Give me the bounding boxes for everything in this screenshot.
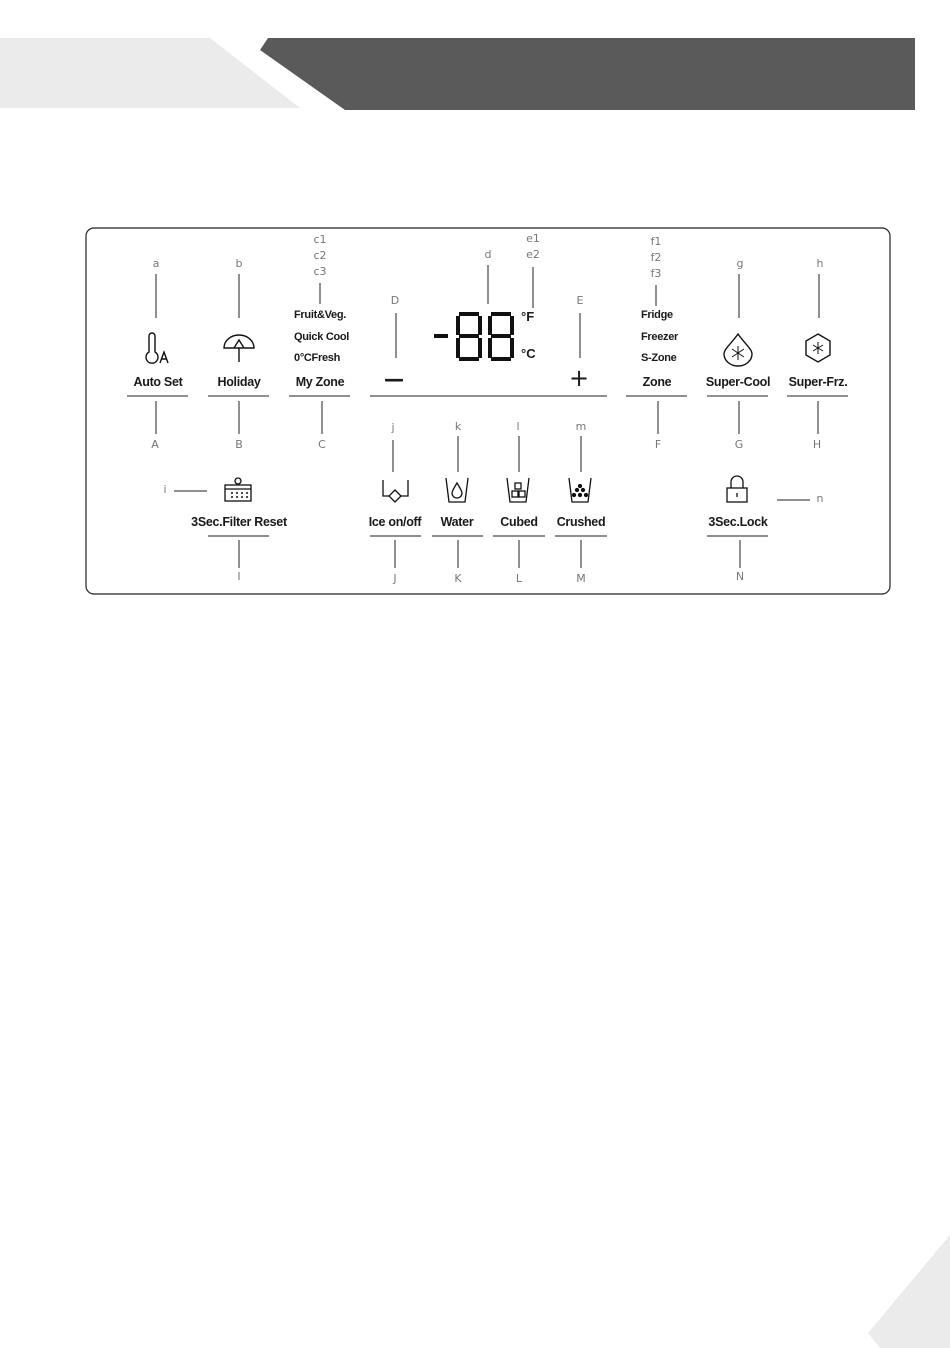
- callout-K: K: [454, 572, 461, 585]
- super-cool-button[interactable]: Super-Cool: [706, 375, 770, 389]
- callout-l: l: [516, 420, 519, 433]
- minus-button[interactable]: —: [384, 367, 404, 391]
- celsius-indicator: °C: [521, 346, 536, 361]
- filter-reset-button[interactable]: 3Sec.Filter Reset: [191, 515, 287, 529]
- filter-icon: [225, 478, 251, 501]
- callout-j: j: [391, 421, 394, 434]
- zone-option-fridge: Fridge: [641, 309, 673, 321]
- water-button[interactable]: Water: [441, 515, 474, 529]
- callout-minus: D: [391, 294, 399, 307]
- callout-L: L: [516, 572, 522, 585]
- cubed-ice-cup-icon: [507, 478, 529, 502]
- callout-b: b: [236, 257, 243, 270]
- water-cup-icon: [446, 478, 468, 502]
- callout-m: m: [576, 420, 587, 433]
- super-frz-button[interactable]: Super-Frz.: [789, 375, 848, 389]
- callout-i: i: [163, 483, 166, 496]
- callout-I: I: [237, 570, 240, 583]
- ice-dispenser-icon: [383, 480, 408, 502]
- callout-J: J: [393, 572, 396, 585]
- callout-plus: E: [577, 294, 584, 307]
- my-zone-button[interactable]: My Zone: [296, 375, 345, 389]
- thermometer-auto-icon: [146, 333, 168, 363]
- callout-C: C: [318, 438, 326, 451]
- my-zone-option-quick-cool: Quick Cool: [294, 331, 349, 343]
- lock-button[interactable]: 3Sec.Lock: [708, 515, 767, 529]
- lower-leader-lines: [156, 401, 818, 568]
- callout-k: k: [455, 420, 461, 433]
- callout-H: H: [813, 438, 821, 451]
- callout-B: B: [235, 438, 243, 451]
- callout-G: G: [735, 438, 744, 451]
- hexagon-snowflake-icon: [806, 334, 830, 362]
- callout-c3: c3: [313, 265, 326, 278]
- crushed-ice-cup-icon: [569, 478, 591, 502]
- umbrella-icon: [224, 335, 254, 362]
- callout-f1: f1: [651, 235, 662, 248]
- callout-a: a: [153, 257, 160, 270]
- zone-option-freezer: Freezer: [641, 331, 678, 343]
- callout-N: N: [736, 570, 744, 583]
- callout-f2: f2: [651, 251, 662, 264]
- my-zone-option-fruit-veg: Fruit&Veg.: [294, 309, 346, 321]
- plus-button[interactable]: +: [569, 364, 589, 392]
- holiday-button[interactable]: Holiday: [217, 375, 260, 389]
- callout-e2: e2: [526, 248, 540, 261]
- droplet-snowflake-icon: [724, 334, 752, 366]
- callout-A: A: [151, 438, 159, 451]
- crushed-button[interactable]: Crushed: [557, 515, 606, 529]
- auto-set-button[interactable]: Auto Set: [134, 375, 183, 389]
- cubed-button[interactable]: Cubed: [500, 515, 537, 529]
- callout-e1: e1: [526, 232, 540, 245]
- callout-F: F: [655, 438, 661, 451]
- callout-c1: c1: [313, 233, 326, 246]
- fahrenheit-indicator: °F: [521, 309, 534, 324]
- callout-M: M: [576, 572, 586, 585]
- zone-button[interactable]: Zone: [643, 375, 672, 389]
- ice-onoff-button[interactable]: Ice on/off: [369, 515, 422, 529]
- callout-d-display: d: [485, 248, 492, 261]
- my-zone-option-0c-fresh: 0°CFresh: [294, 352, 340, 364]
- callout-h: h: [817, 257, 824, 270]
- callout-n: n: [817, 492, 824, 505]
- zone-option-s-zone: S-Zone: [641, 352, 676, 364]
- seven-segment-display: [434, 312, 514, 361]
- callout-g: g: [737, 257, 744, 270]
- lock-icon: [727, 476, 747, 502]
- callout-f3: f3: [651, 267, 662, 280]
- callout-c2: c2: [313, 249, 326, 262]
